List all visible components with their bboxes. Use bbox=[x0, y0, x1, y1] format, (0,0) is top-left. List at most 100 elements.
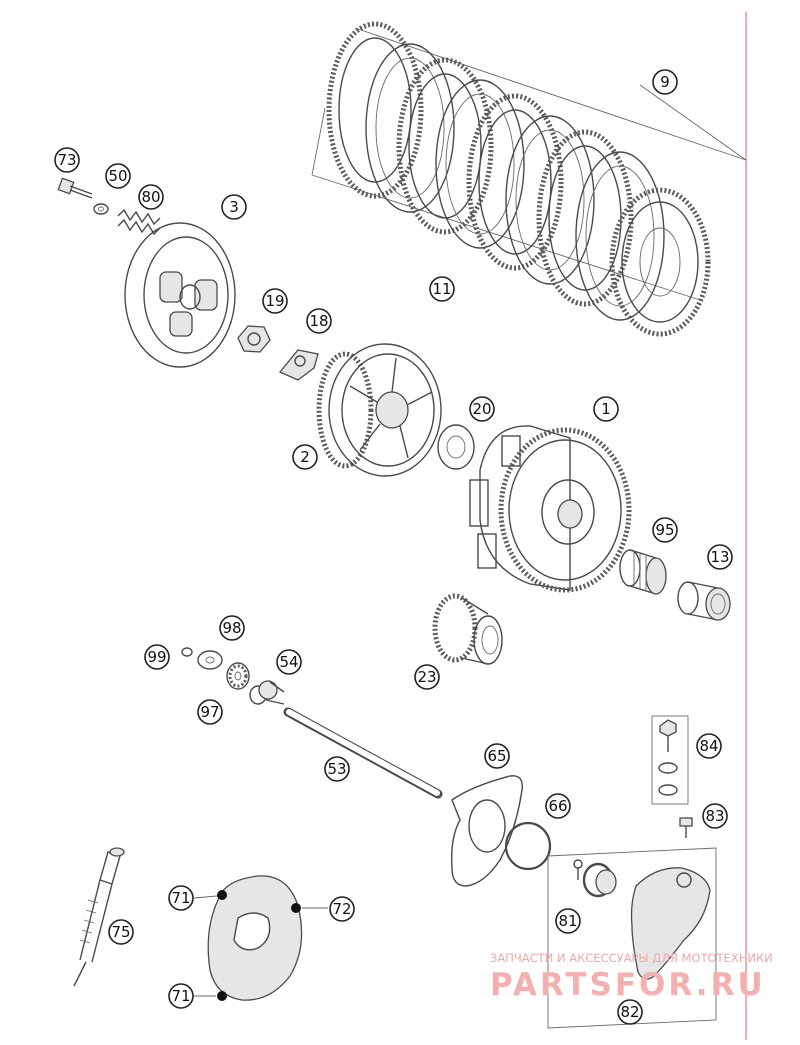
svg-text:75: 75 bbox=[111, 923, 130, 941]
callout-18: 18 bbox=[306, 308, 332, 334]
bleeder-screw bbox=[679, 817, 693, 838]
outer-clutch-basket bbox=[469, 425, 632, 593]
callout-97: 97 bbox=[197, 699, 223, 725]
callout-73: 73 bbox=[54, 147, 80, 173]
svg-text:19: 19 bbox=[265, 292, 284, 310]
svg-text:73: 73 bbox=[57, 151, 76, 169]
circlip bbox=[181, 647, 193, 657]
callouts: 9 73 50 80 3 11 19 18 20 1 2 95 13 98 99… bbox=[54, 69, 733, 1025]
callout-2: 2 bbox=[292, 444, 318, 470]
callout-99: 99 bbox=[144, 644, 170, 670]
svg-text:2: 2 bbox=[300, 448, 310, 466]
friction-disc bbox=[609, 187, 711, 337]
svg-text:13: 13 bbox=[710, 548, 729, 566]
svg-text:95: 95 bbox=[655, 521, 674, 539]
callout-11: 11 bbox=[429, 276, 455, 302]
callout-71-top: 71 bbox=[168, 885, 194, 911]
friction-disc bbox=[396, 57, 494, 235]
svg-text:84: 84 bbox=[699, 737, 718, 755]
watermark: ЗАПЧАСТИ И АКСЕССУАРЫ ДЛЯ МОТОТЕХНИКИ PA… bbox=[490, 951, 773, 1003]
callout-19: 19 bbox=[262, 288, 288, 314]
clutch-cover bbox=[207, 875, 303, 1001]
bushing bbox=[677, 581, 731, 621]
svg-text:71: 71 bbox=[171, 987, 190, 1005]
spring bbox=[117, 208, 161, 236]
steel-disc bbox=[365, 43, 455, 213]
svg-text:80: 80 bbox=[141, 188, 160, 206]
svg-text:82: 82 bbox=[620, 1003, 639, 1021]
slave-cylinder-group bbox=[547, 847, 717, 1029]
svg-text:23: 23 bbox=[417, 668, 436, 686]
leader-lines bbox=[193, 895, 328, 997]
svg-text:99: 99 bbox=[147, 648, 166, 666]
callout-66: 66 bbox=[545, 793, 571, 819]
svg-text:71: 71 bbox=[171, 889, 190, 907]
svg-text:97: 97 bbox=[200, 703, 219, 721]
lock-washer bbox=[278, 349, 319, 381]
svg-text:1: 1 bbox=[601, 400, 611, 418]
bleeder-screw-set bbox=[651, 715, 689, 805]
callout-81: 81 bbox=[555, 908, 581, 934]
primary-gear bbox=[432, 593, 503, 665]
friction-disc bbox=[466, 93, 564, 271]
callout-80: 80 bbox=[138, 184, 164, 210]
svg-text:3: 3 bbox=[229, 198, 239, 216]
steel-disc bbox=[435, 79, 525, 249]
callout-50: 50 bbox=[105, 163, 131, 189]
callout-3: 3 bbox=[221, 194, 247, 220]
callout-23: 23 bbox=[414, 664, 440, 690]
bleeding-syringe bbox=[73, 847, 125, 987]
svg-text:18: 18 bbox=[309, 312, 328, 330]
pressure-piece bbox=[249, 680, 285, 705]
steel-disc bbox=[575, 151, 665, 321]
callout-65: 65 bbox=[484, 743, 510, 769]
shim-washer bbox=[197, 650, 223, 670]
svg-text:83: 83 bbox=[705, 807, 724, 825]
watermark-tagline: ЗАПЧАСТИ И АКСЕССУАРЫ ДЛЯ МОТОТЕХНИКИ bbox=[490, 951, 773, 965]
nut bbox=[237, 325, 271, 353]
svg-text:53: 53 bbox=[327, 760, 346, 778]
inner-clutch-hub bbox=[316, 343, 442, 477]
clutch-disc-pack bbox=[311, 21, 747, 337]
cover-bolt-hole bbox=[217, 991, 227, 1001]
callout-71-bottom: 71 bbox=[168, 983, 194, 1009]
axial-bearing bbox=[226, 662, 250, 690]
friction-disc bbox=[326, 21, 424, 199]
callout-82: 82 bbox=[617, 999, 643, 1025]
gasket bbox=[450, 775, 523, 887]
cover-bolt-hole bbox=[217, 890, 227, 900]
callout-98: 98 bbox=[219, 615, 245, 641]
callout-20: 20 bbox=[469, 396, 495, 422]
needle-bearing bbox=[619, 549, 667, 595]
svg-text:50: 50 bbox=[108, 167, 127, 185]
watermark-brand: PARTSFOR.RU bbox=[490, 967, 766, 1003]
callout-95: 95 bbox=[652, 517, 678, 543]
callout-13: 13 bbox=[707, 544, 733, 570]
svg-text:11: 11 bbox=[432, 280, 451, 298]
thrust-washer bbox=[437, 424, 475, 470]
svg-text:72: 72 bbox=[332, 900, 351, 918]
steel-disc bbox=[505, 115, 595, 285]
svg-text:81: 81 bbox=[558, 912, 577, 930]
callout-83: 83 bbox=[702, 803, 728, 829]
svg-text:65: 65 bbox=[487, 747, 506, 765]
o-ring bbox=[504, 821, 552, 871]
svg-text:66: 66 bbox=[548, 797, 567, 815]
bolt bbox=[57, 177, 93, 199]
callout-9: 9 bbox=[652, 69, 678, 95]
svg-text:54: 54 bbox=[279, 653, 298, 671]
pressure-plate bbox=[124, 222, 236, 368]
svg-text:9: 9 bbox=[660, 73, 670, 91]
washer bbox=[93, 203, 109, 215]
cover-bolt-hole bbox=[291, 903, 301, 913]
callout-75: 75 bbox=[108, 919, 134, 945]
push-rod bbox=[283, 707, 443, 799]
friction-disc bbox=[536, 129, 634, 307]
callout-54: 54 bbox=[276, 649, 302, 675]
svg-text:20: 20 bbox=[472, 400, 491, 418]
callout-53: 53 bbox=[324, 756, 350, 782]
svg-text:98: 98 bbox=[222, 619, 241, 637]
callout-84: 84 bbox=[696, 733, 722, 759]
callout-72: 72 bbox=[329, 896, 355, 922]
